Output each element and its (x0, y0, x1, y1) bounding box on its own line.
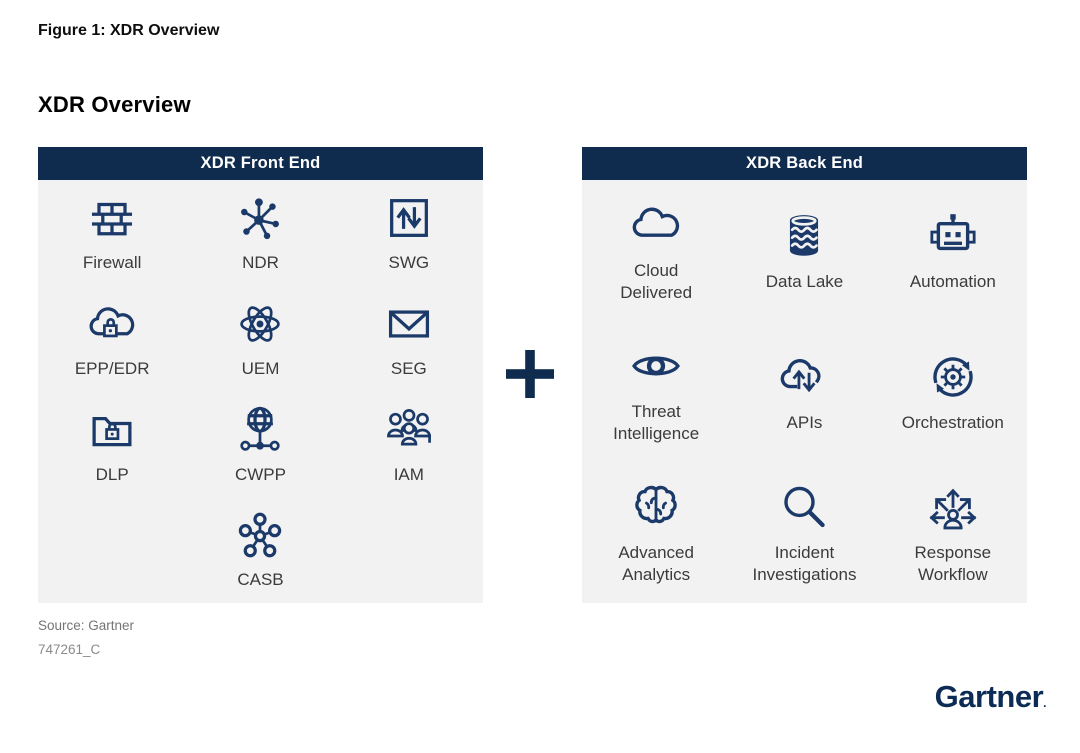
registered-mark: . (1043, 696, 1046, 710)
item-label: IAM (393, 464, 424, 484)
item-label: NDR (242, 253, 279, 272)
cloud-arrows-icon (777, 350, 831, 404)
person-arrows-icon (926, 480, 980, 534)
figure-code: 747261_C (38, 642, 101, 657)
magnifier-icon (777, 480, 831, 534)
item-label: APIs (786, 412, 823, 432)
item-label: Orchestration (901, 412, 1004, 432)
back-item-incident-investigations: Incident Investigations (730, 462, 878, 603)
front-item-uem: UEM (186, 286, 334, 392)
gartner-logo: Gartner. (934, 679, 1047, 715)
item-label: Advanced Analytics (618, 542, 694, 584)
molecule-icon (234, 509, 286, 561)
people-group-icon (383, 404, 435, 456)
gear-cycle-icon (926, 350, 980, 404)
envelope-icon (383, 298, 435, 350)
item-label: Incident Investigations (752, 542, 857, 584)
item-label: CASB (237, 570, 284, 590)
xdr-front-end-panel: XDR Front End Firewall (38, 147, 483, 603)
cloud-lock-icon (86, 298, 138, 350)
back-end-body: Cloud Delivered Data Lake (582, 180, 1027, 603)
back-item-data-lake: Data Lake (730, 180, 878, 321)
item-label: Firewall (82, 253, 142, 272)
item-label: Cloud Delivered (620, 260, 693, 302)
source-note: Source: Gartner (38, 618, 135, 633)
plus-icon (502, 346, 558, 402)
item-label: Automation (909, 271, 996, 291)
front-item-casb: CASB (186, 497, 334, 603)
cloud-icon (629, 198, 683, 252)
back-item-automation: Automation (879, 180, 1027, 321)
front-item-firewall: Firewall (38, 180, 186, 286)
item-label: Threat Intelligence (613, 401, 700, 443)
gartner-logo-text: Gartner (934, 679, 1044, 714)
robot-icon (926, 209, 980, 263)
network-hub-icon (234, 192, 286, 244)
item-label: UEM (241, 358, 280, 378)
front-item-swg: SWG (335, 180, 483, 286)
back-item-apis: APIs (730, 321, 878, 462)
brain-icon (629, 480, 683, 534)
item-label: EPP/EDR (74, 358, 150, 378)
page-title: XDR Overview (38, 92, 191, 117)
front-item-epp-edr: EPP/EDR (38, 286, 186, 392)
xdr-back-end-panel: XDR Back End Cloud Delivered Data Lake (582, 147, 1027, 603)
item-label: Response Workflow (914, 542, 992, 584)
item-label: DLP (95, 464, 129, 484)
figure-title: Figure 1: XDR Overview (38, 22, 220, 39)
item-label: CWPP (234, 464, 286, 484)
item-label: Data Lake (765, 271, 844, 291)
front-item-dlp: DLP (38, 392, 186, 498)
atom-icon (234, 298, 286, 350)
front-end-body: Firewall NDR (38, 180, 483, 603)
back-end-header: XDR Back End (582, 147, 1027, 180)
back-item-orchestration: Orchestration (879, 321, 1027, 462)
database-waves-icon (777, 209, 831, 263)
firewall-icon (86, 192, 138, 244)
front-end-header: XDR Front End (38, 147, 483, 180)
front-item-iam: IAM (335, 392, 483, 498)
front-item-cwpp: CWPP (186, 392, 334, 498)
globe-network-icon (234, 404, 286, 456)
item-label: SWG (388, 253, 430, 272)
up-down-arrows-box-icon (383, 192, 435, 244)
back-item-threat-intelligence: Threat Intelligence (582, 321, 730, 462)
front-item-ndr: NDR (186, 180, 334, 286)
back-item-advanced-analytics: Advanced Analytics (582, 462, 730, 603)
eye-icon (629, 339, 683, 393)
front-item-seg: SEG (335, 286, 483, 392)
back-item-response-workflow: Response Workflow (879, 462, 1027, 603)
item-label: SEG (390, 358, 427, 378)
folder-lock-icon (86, 404, 138, 456)
back-item-cloud-delivered: Cloud Delivered (582, 180, 730, 321)
